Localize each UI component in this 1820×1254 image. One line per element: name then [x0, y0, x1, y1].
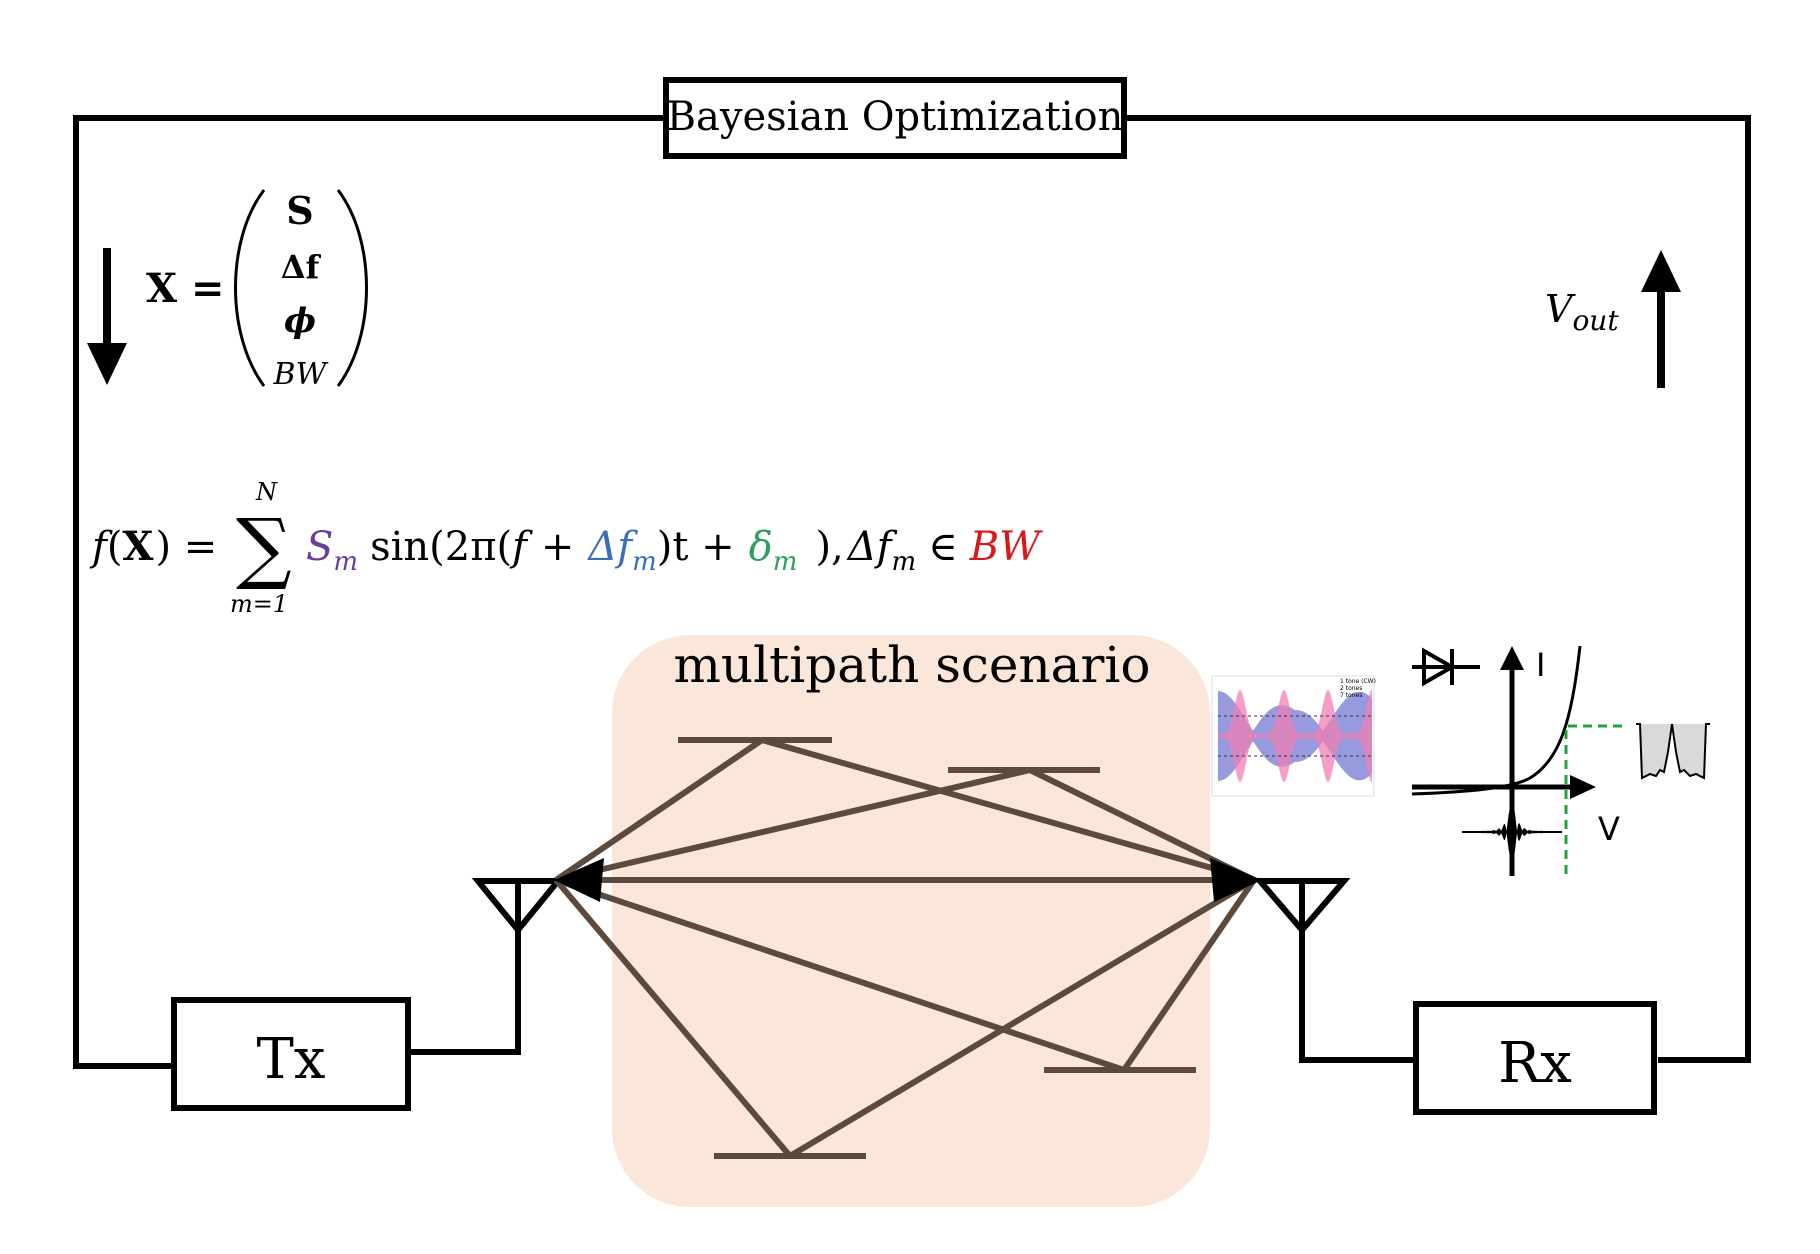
parameter-vector: X = S Δf ϕ BW [146, 188, 368, 392]
rx-ray-arrowhead [1210, 858, 1262, 902]
vector-entry-phi: ϕ [284, 301, 316, 341]
vector-entry-bw: BW [273, 357, 329, 392]
vout-label: Vout [1545, 287, 1619, 337]
v-axis-label: V [1598, 810, 1620, 848]
output-spectrum [1636, 723, 1710, 780]
vector-entry-s: S [286, 188, 313, 233]
up-arrow-icon [1641, 250, 1681, 388]
vector-right-bracket [336, 189, 368, 387]
tx-label: Tx [257, 1027, 326, 1092]
diode-icon [1412, 647, 1480, 687]
v-axis-arrow-icon [1570, 775, 1596, 799]
vector-lhs: X = [146, 265, 224, 312]
tx-ray-arrowhead [554, 858, 604, 902]
inset-legend-1: 1 tone (CW) [1340, 678, 1376, 685]
iv-curve [1411, 645, 1582, 796]
vector-left-bracket [234, 189, 266, 387]
i-axis-arrow-icon [1500, 646, 1524, 670]
term-df: Δf [586, 524, 638, 570]
rx-label: Rx [1498, 1031, 1572, 1096]
vector-entry-df: Δf [281, 248, 322, 286]
tx-box [171, 997, 411, 1111]
input-signal-waveform [1462, 808, 1562, 856]
down-arrow-icon [87, 248, 127, 385]
feedback-loop-wires [73, 115, 1751, 1069]
sum-lower-limit: m=1 [230, 590, 288, 618]
inset-legend-2: 2 tones [1340, 685, 1362, 692]
diode-iv-plot: I V [1411, 645, 1710, 876]
i-axis-label: I [1536, 646, 1545, 684]
bayesian-optimization-label: Bayesian Optimization [667, 94, 1124, 140]
rx-box [1413, 1001, 1657, 1115]
multipath-region [612, 635, 1210, 1207]
multitone-waveform-inset: 1 tone (CW) 2 tones 7 tones [1211, 675, 1376, 797]
sum-upper-limit: N [255, 478, 278, 506]
vout-group: Vout [1545, 287, 1619, 337]
term-s: S [306, 524, 333, 570]
envelope-7-tones [1218, 690, 1372, 782]
formula-lhs: f(X) = [89, 523, 217, 570]
threshold-dashed-line [1564, 724, 1624, 874]
multipath-scenario-label: multipath scenario [674, 636, 1151, 694]
inset-legend-3: 7 tones [1340, 692, 1362, 699]
term-bw: BW [969, 524, 1043, 570]
term-delta: δ [749, 524, 773, 570]
rx-antenna-icon [1253, 878, 1351, 935]
bayesian-optimization-box [663, 77, 1127, 159]
tx-antenna-icon [471, 878, 565, 935]
sum-symbol: ∑ [236, 503, 292, 593]
